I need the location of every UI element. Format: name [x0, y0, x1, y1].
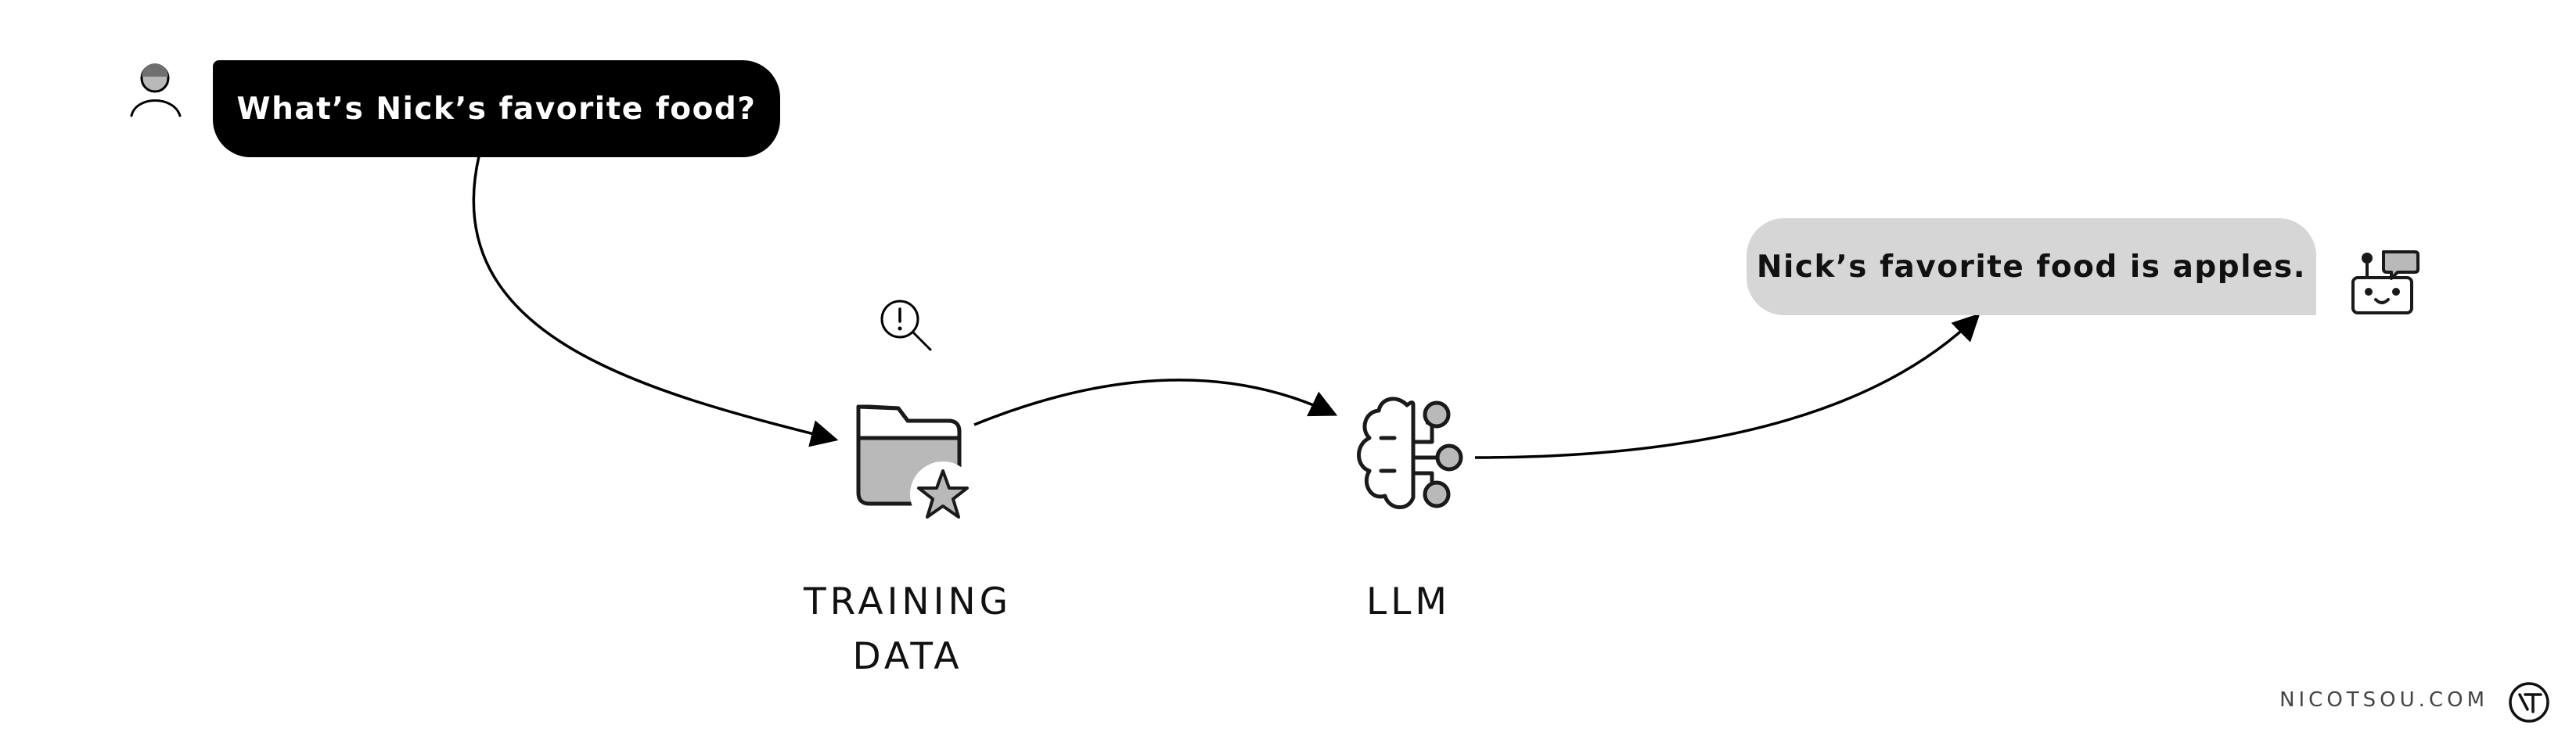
training-data-label-line-1: TRAINING — [803, 580, 1013, 623]
nt-logo-icon — [2509, 682, 2549, 723]
training-data-label: TRAINING DATA — [751, 575, 1064, 684]
arrow-training-data-to-llm — [973, 379, 1338, 426]
assistant-message-bubble: Nick’s favorite food is apples. — [1747, 218, 2316, 315]
arrow-llm-to-answer — [1474, 313, 1981, 459]
footer-site-link[interactable]: NICOTSOU.COM — [2279, 688, 2488, 712]
search-alert-icon — [880, 300, 932, 351]
robot-chat-icon — [2351, 250, 2419, 314]
arrow-question-to-training-data — [472, 156, 839, 447]
user-message-bubble: What’s Nick’s favorite food? — [213, 60, 780, 157]
person-icon — [130, 63, 182, 117]
llm-label: LLM — [1366, 580, 1451, 623]
brain-circuit-icon — [1357, 397, 1463, 509]
assistant-message-text: Nick’s favorite food is apples. — [1756, 249, 2307, 285]
folder-star-icon — [856, 404, 976, 527]
training-data-label-line-2: DATA — [852, 635, 963, 678]
user-message-text: What’s Nick’s favorite food? — [236, 91, 757, 127]
